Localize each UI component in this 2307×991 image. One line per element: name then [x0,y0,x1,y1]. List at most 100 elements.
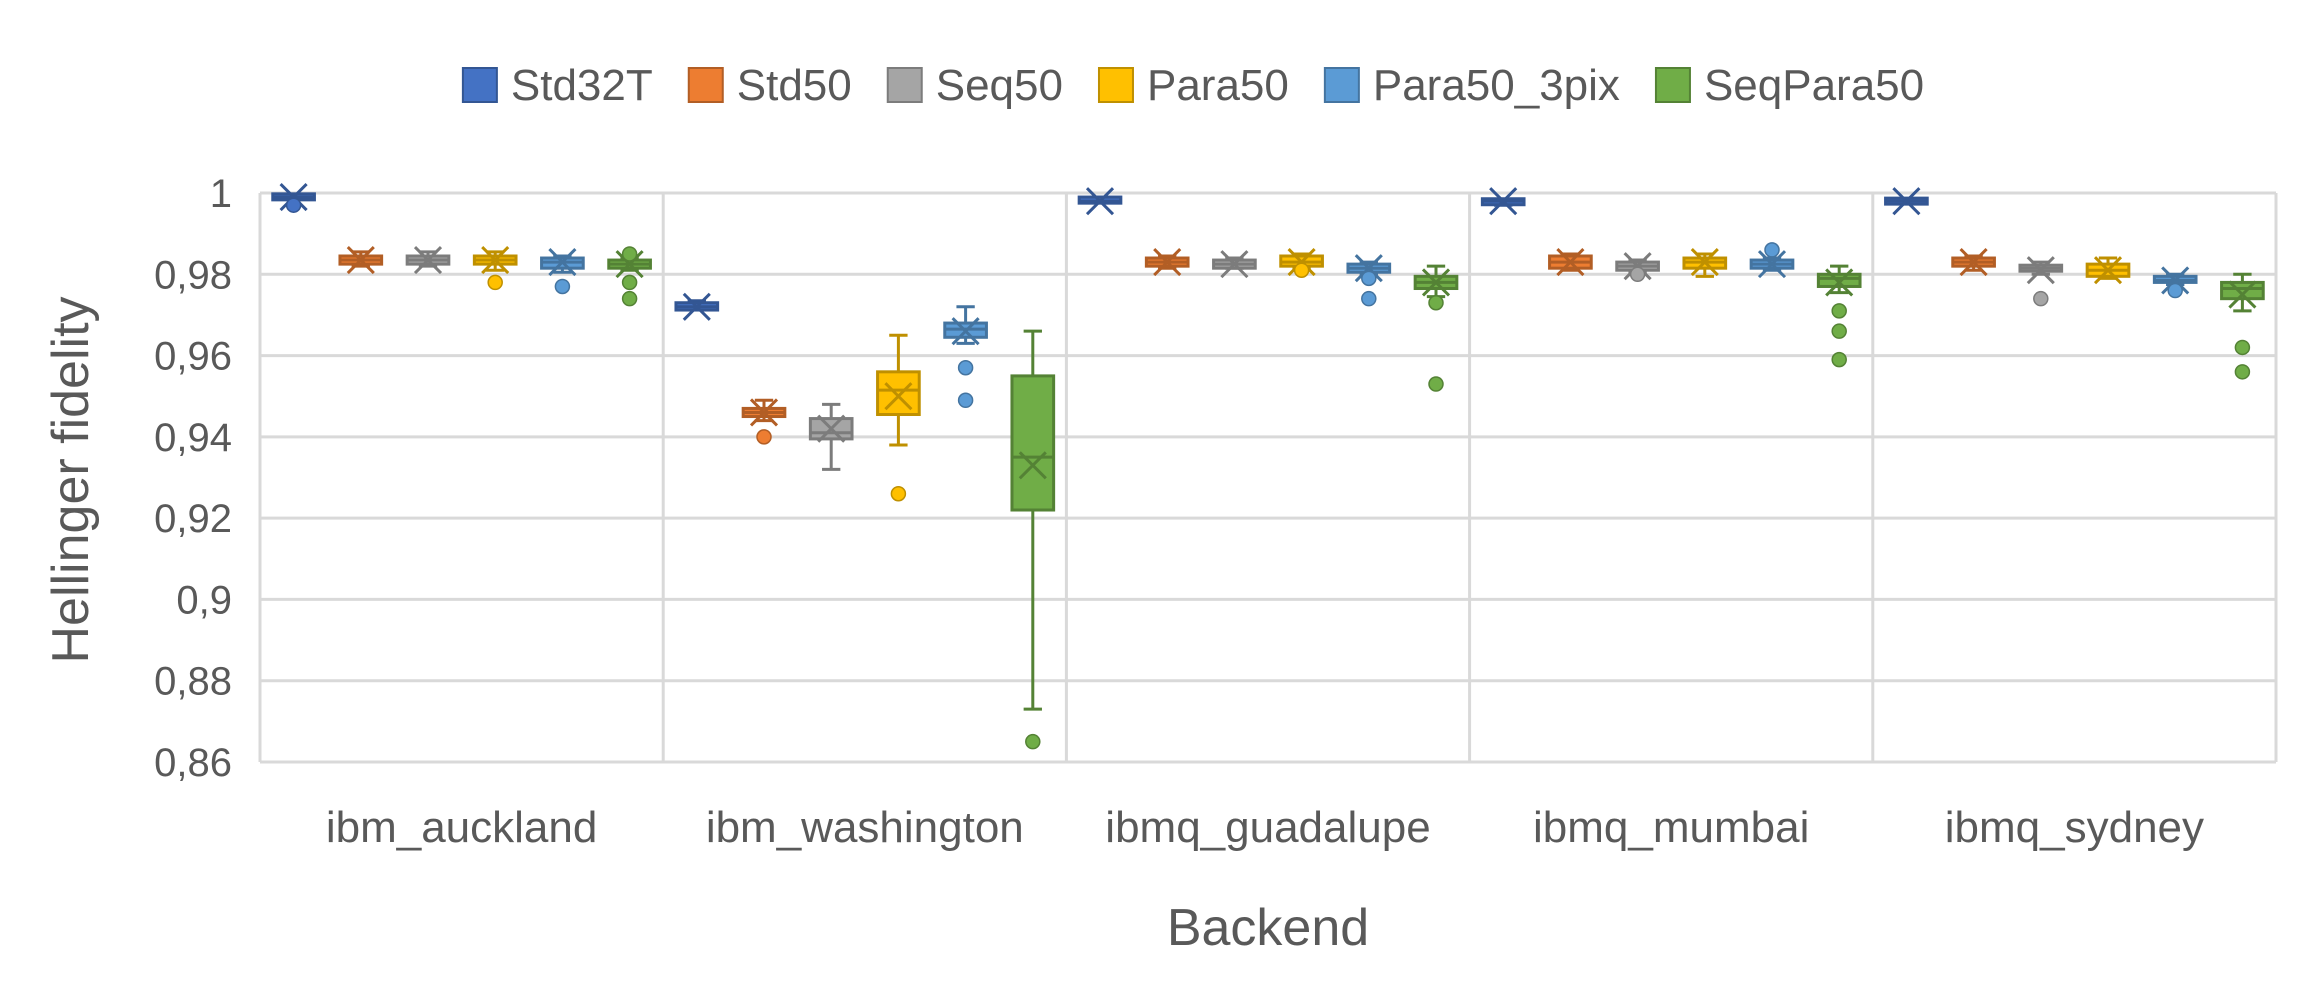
box-SeqPara50-ibmq_mumbai [1816,264,1862,368]
outlier-point [890,486,907,502]
legend-label: SeqPara50 [1704,61,1924,110]
box-Para50_3pix-ibm_washington [943,305,988,409]
mean-marker [1153,248,1182,277]
outlier-point [2234,364,2251,380]
outlier-point [1025,733,1041,750]
mean-marker [1018,451,1047,480]
legend-label: Para50_3pix [1373,61,1620,110]
box-Para50-ibm_washington [876,333,921,502]
box-Seq50-ibm_washington [808,402,854,471]
outlier-point [2033,290,2049,307]
category-label: ibmq_guadalupe [1105,803,1430,852]
legend-swatch [886,67,923,103]
y-tick-label: 0,9 [176,578,232,622]
category-label: ibmq_sydney [1945,803,2204,852]
box-Std50-ibm_washington [741,398,787,445]
mean-marker [884,382,913,411]
box-Std32T-ibmq_sydney [1884,187,1929,216]
outlier-point [487,274,503,291]
mean-marker [817,414,846,443]
mean-marker [682,292,711,321]
outlier-point [957,360,974,376]
outlier-point [621,246,638,262]
y-tick-label: 0,96 [154,335,232,379]
legend-swatch [461,67,498,103]
mean-marker [1489,187,1518,216]
mean-marker [2093,256,2123,285]
mean-marker [2026,256,2055,285]
box-Std50-ibm_auckland [338,246,384,275]
box-Std32T-ibm_auckland [271,183,316,213]
outlier-point [1831,303,1847,319]
box-Std50-ibmq_guadalupe [1144,248,1190,277]
box-Seq50-ibmq_mumbai [1615,252,1660,283]
outlier-point [2234,339,2251,356]
box-Para50-ibmq_mumbai [1682,248,1728,278]
outlier-point [1831,323,1847,339]
y-tick-label: 0,98 [154,253,232,297]
box-Std50-ibmq_mumbai [1548,248,1593,277]
outlier-point [1764,242,1780,258]
box-Para50-ibmq_guadalupe [1279,248,1324,278]
y-axis-ticks: 0,86 0,88 0,9 0,92 0,94 0,96 0,98 1 [154,172,232,785]
outlier-point [1428,376,1444,392]
category-label: ibm_washington [706,803,1024,852]
y-tick-label: 0,86 [154,741,232,785]
mean-marker [1421,268,1451,297]
outlier-point [1629,266,1646,283]
mean-marker [1959,248,1988,277]
box-iqr [1010,374,1056,512]
mean-marker [548,248,577,277]
plot-area [271,183,2265,750]
outlier-point [1831,351,1847,368]
box-Seq50-ibm_auckland [405,246,451,275]
mean-marker [1623,252,1652,281]
y-tick-label: 1 [210,172,232,216]
box-Std32T-ibmq_guadalupe [1077,187,1123,216]
gridlines [258,191,2278,764]
box-Std32T-ibmq_mumbai [1480,187,1526,216]
outlier-point [957,392,974,409]
box-Seq50-ibmq_guadalupe [1212,250,1257,279]
mean-marker [346,246,375,275]
mean-marker [1556,248,1585,277]
legend-swatch [1654,67,1691,103]
box-Std50-ibmq_sydney [1951,248,1996,277]
box-Seq50-ibmq_sydney [2018,256,2064,307]
mean-marker [1825,268,1854,297]
box-Para50-ibmq_sydney [2085,256,2131,285]
mean-marker [749,398,779,427]
y-axis-title: Hellinger fidelity [42,296,100,663]
box-iqr [876,370,921,417]
mean-marker [1892,187,1921,216]
box-iqr [2220,280,2265,301]
mean-marker [279,183,308,212]
mean-marker [481,246,510,275]
box-Para50_3pix-ibmq_guadalupe [1346,254,1392,307]
outlier-point [2167,282,2183,299]
box-Para50_3pix-ibm_auckland [540,248,585,295]
legend-swatch [1323,67,1360,103]
mean-marker [615,250,644,279]
mean-marker [2228,280,2257,309]
outlier-point [621,274,638,291]
outlier-point [285,197,302,213]
mean-marker [2161,266,2190,295]
mean-marker [1287,248,1316,277]
box-SeqPara50-ibm_auckland [607,246,652,307]
y-tick-label: 0,92 [154,497,232,541]
outlier-point [756,429,772,445]
box-SeqPara50-ibmq_guadalupe [1413,264,1459,392]
y-tick-label: 0,88 [154,660,232,704]
box-Para50_3pix-ibmq_mumbai [1749,242,1795,279]
x-axis-title: Backend [1167,899,1369,957]
box-Para50_3pix-ibmq_sydney [2152,266,2198,299]
mean-marker [1220,250,1249,279]
mean-marker [1085,187,1115,216]
y-tick-label: 0,94 [154,416,232,460]
mean-marker [413,246,443,275]
box-Std32T-ibm_washington [674,292,720,321]
outlier-point [554,278,571,295]
